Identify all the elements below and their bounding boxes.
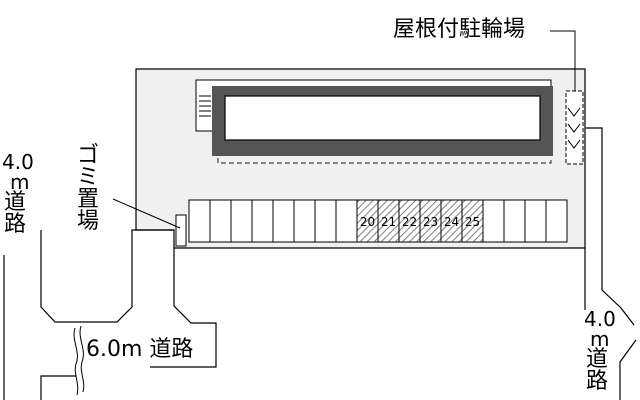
parking-space-number: 23: [423, 215, 438, 229]
parking-space-number: 20: [360, 215, 375, 229]
road-edge-bottom-right: [150, 248, 217, 368]
road-edge-right-outer: [586, 127, 635, 326]
road-left-width: 4.0: [2, 150, 34, 174]
parking-space-number: 24: [444, 215, 459, 229]
road-right-unit: m: [590, 327, 610, 351]
road-edge-bottom-left: [40, 375, 76, 400]
building-interior: [224, 95, 541, 141]
parking-space-number: 25: [465, 215, 480, 229]
building: [195, 79, 553, 164]
road-left-unit: m: [10, 170, 30, 194]
parking-space-number: 22: [402, 215, 417, 229]
parking-space: [314, 199, 337, 243]
road-right-label: 4.0 m 道路: [584, 309, 616, 393]
parking-space: [482, 199, 505, 243]
road-left-text: 道路: [3, 190, 26, 237]
parking-space-number: 21: [381, 215, 396, 229]
road-right-text: 道路: [585, 347, 608, 394]
parking-space: [209, 199, 232, 243]
road-edge-right-lower: [619, 339, 637, 400]
garbage-area: [112, 198, 187, 247]
bicycle-parking-leader: [550, 30, 576, 91]
road-right-width: 4.0: [584, 307, 616, 331]
road-bottom-label: 6.0m 道路: [86, 337, 194, 362]
parking-space: [188, 199, 211, 243]
parking-space: [251, 199, 274, 243]
road-left-label: 4.0 m 道路: [2, 152, 34, 236]
bicycle-parking-label: 屋根付駐輪場: [393, 17, 526, 42]
road-break-mark-2: [79, 325, 85, 393]
parking-space: [272, 199, 295, 243]
garbage-area-label: ゴミ置場: [76, 143, 99, 234]
parking-space: [524, 199, 547, 243]
roads: [3, 127, 637, 400]
road-break-mark: [73, 327, 79, 396]
parking-space: [503, 199, 526, 243]
parking-row: 20 21 22 23 24 25: [188, 199, 568, 243]
stair-icon: [199, 95, 211, 117]
garbage-leader: [112, 198, 181, 229]
parking-space: [545, 199, 568, 243]
parking-space: [335, 199, 358, 243]
balcony-dashed-line: [217, 158, 552, 164]
parking-space: [230, 199, 253, 243]
parking-space: [293, 199, 316, 243]
bicycle-parking-structure: [550, 30, 584, 165]
road-edge-left-inner: [40, 230, 88, 323]
road-edge-top-right: [88, 229, 174, 323]
